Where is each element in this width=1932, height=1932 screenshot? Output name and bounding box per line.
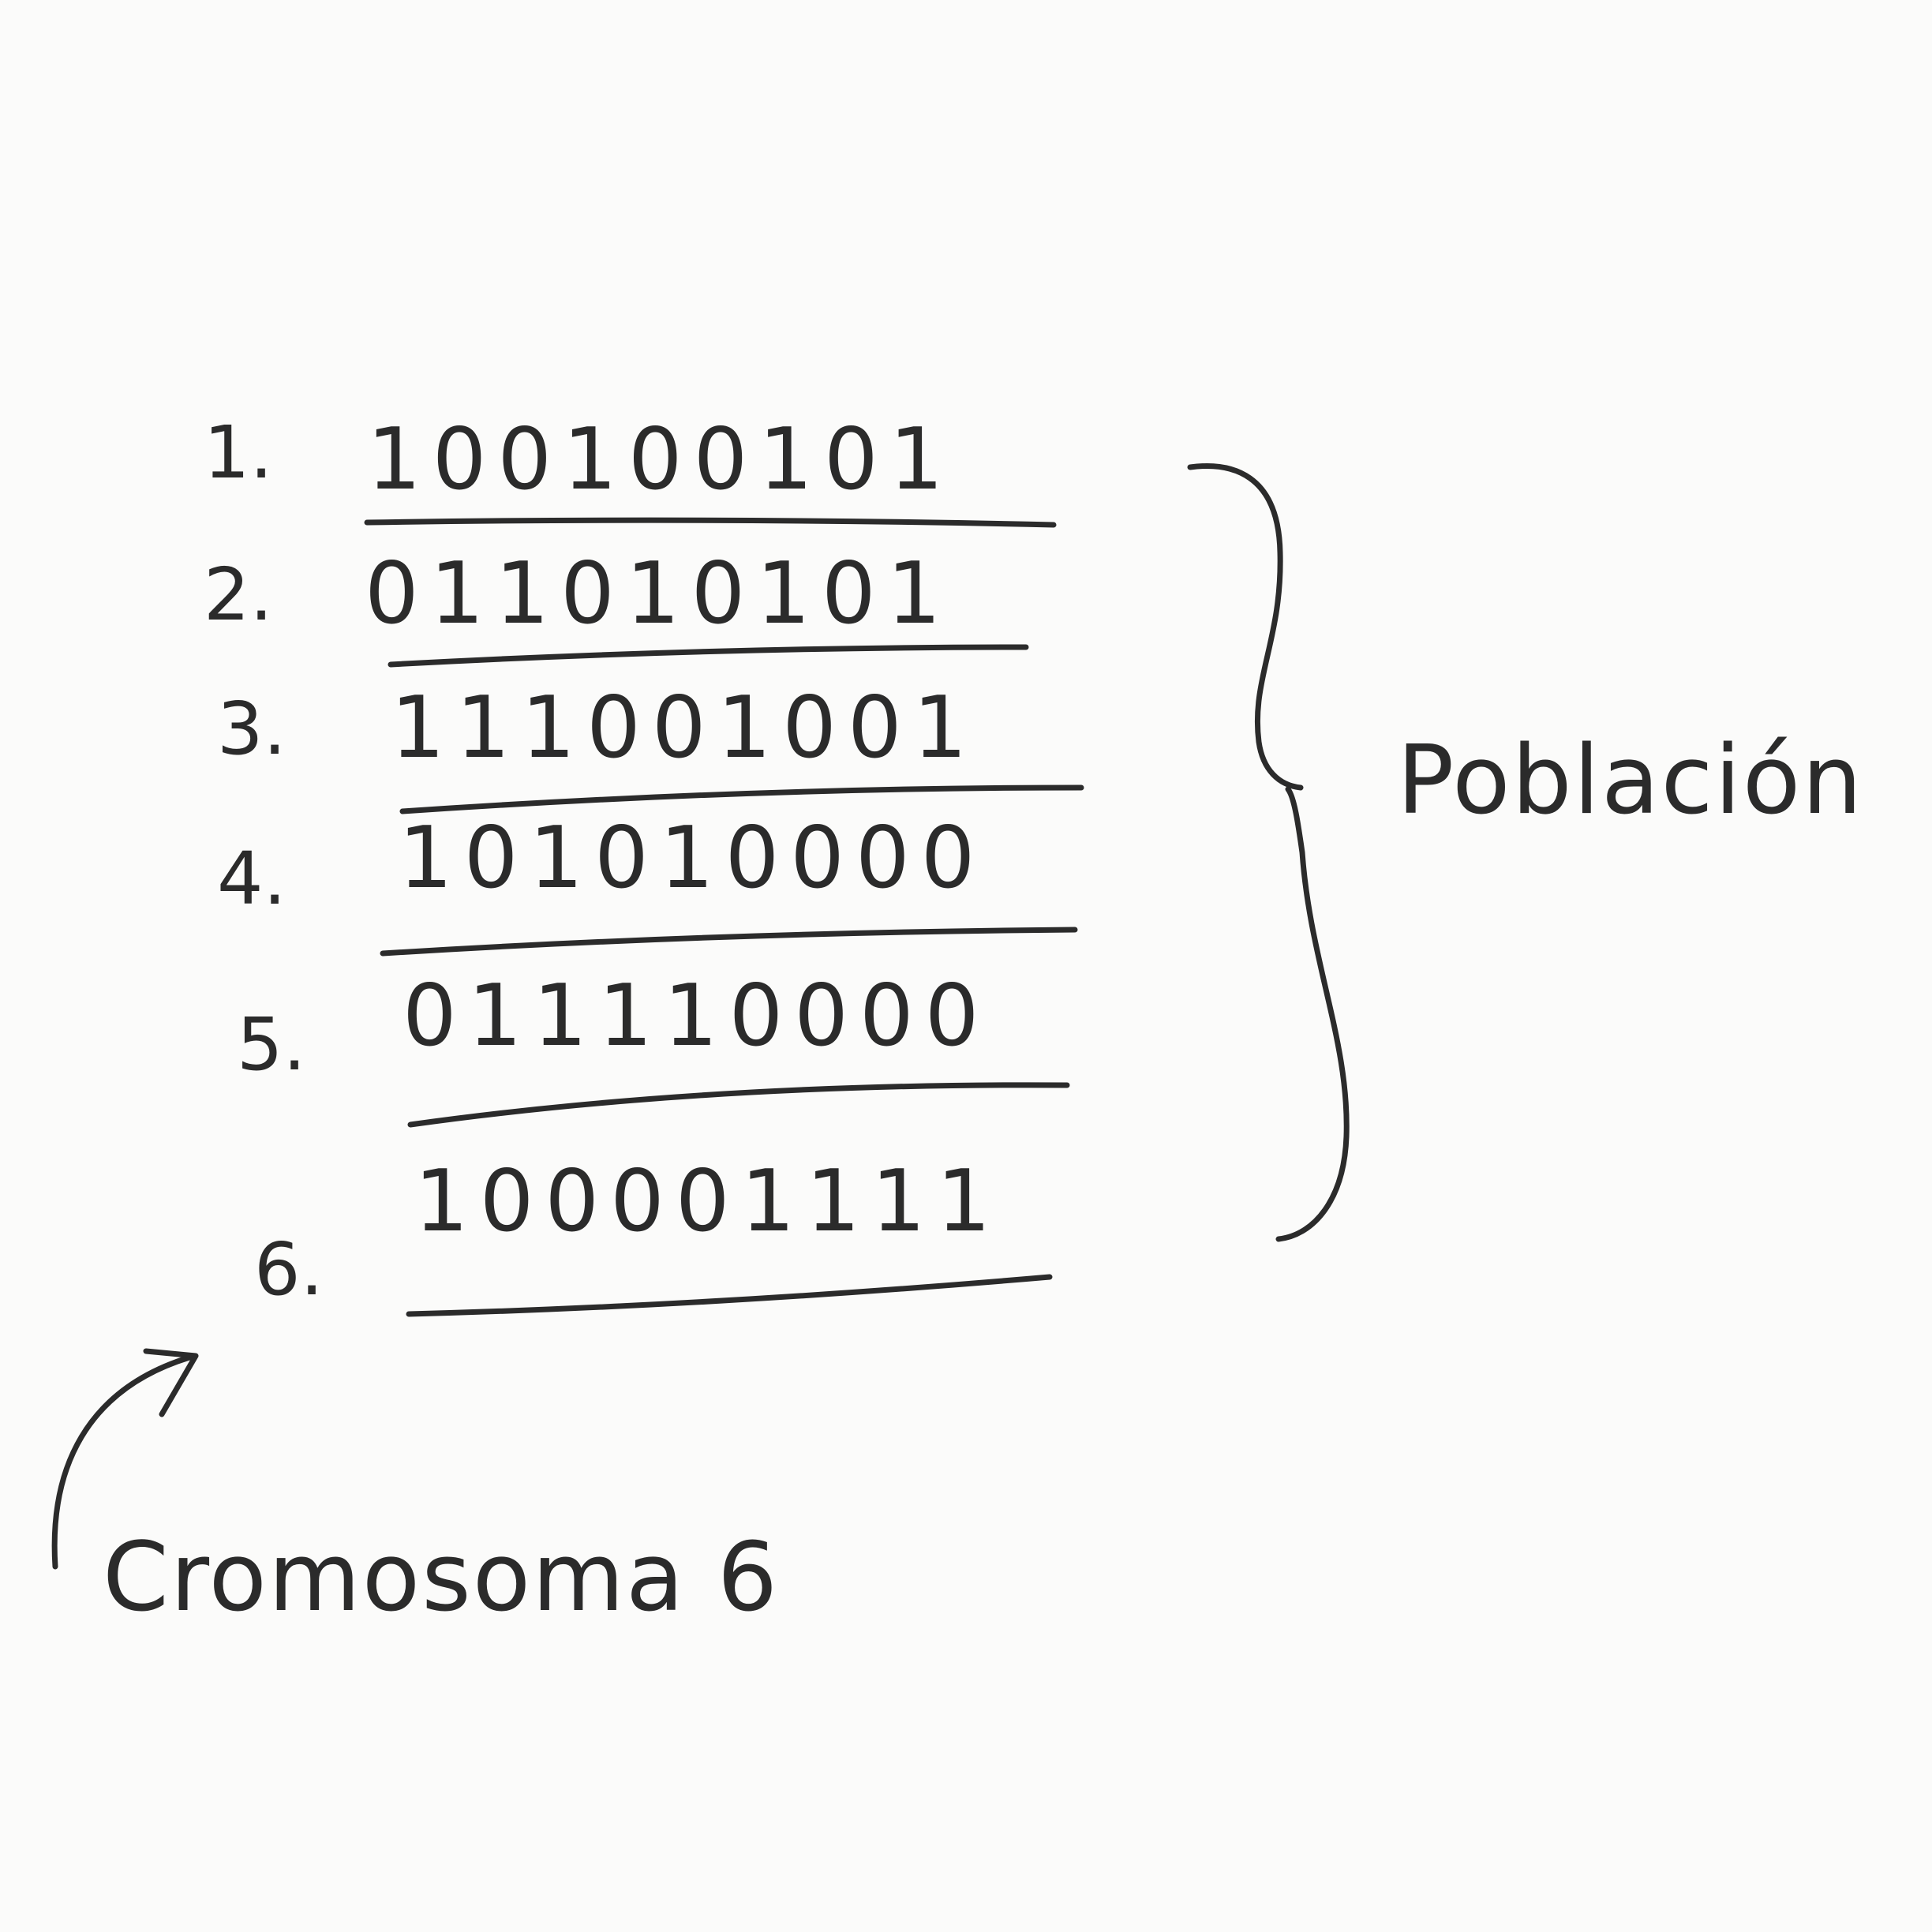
row-separator-4: [380, 927, 1078, 957]
row-number-1: 1.: [204, 410, 273, 495]
row-separator-3: [399, 784, 1084, 814]
population-brace: [1187, 463, 1350, 1242]
annotation-arrow: [51, 1354, 193, 1570]
chromosome-annotation-label: Cromosoma 6: [103, 1523, 780, 1633]
row-number-6: 6.: [254, 1227, 324, 1312]
row-separator-6: [406, 1274, 1053, 1317]
row-number-2: 2.: [204, 552, 273, 637]
row-separator-2: [388, 644, 1029, 668]
population-label: Población: [1397, 726, 1864, 836]
chromosome-bits-4: 101010000: [399, 809, 987, 908]
chromosome-bits-2: 011010101: [365, 545, 953, 643]
row-separator-1: [364, 517, 1057, 528]
row-number-4: 4.: [217, 837, 286, 921]
arrow-head: [143, 1348, 199, 1417]
chromosome-bits-6: 100001111: [414, 1152, 1002, 1251]
row-number-3: 3.: [217, 687, 286, 771]
row-separator-5: [407, 1082, 1070, 1128]
chromosome-bits-5: 011110000: [402, 967, 990, 1065]
chromosome-bits-1: 100100101: [367, 410, 955, 509]
row-number-5: 5.: [237, 1002, 306, 1087]
chromosome-bits-3: 111001001: [391, 679, 979, 777]
